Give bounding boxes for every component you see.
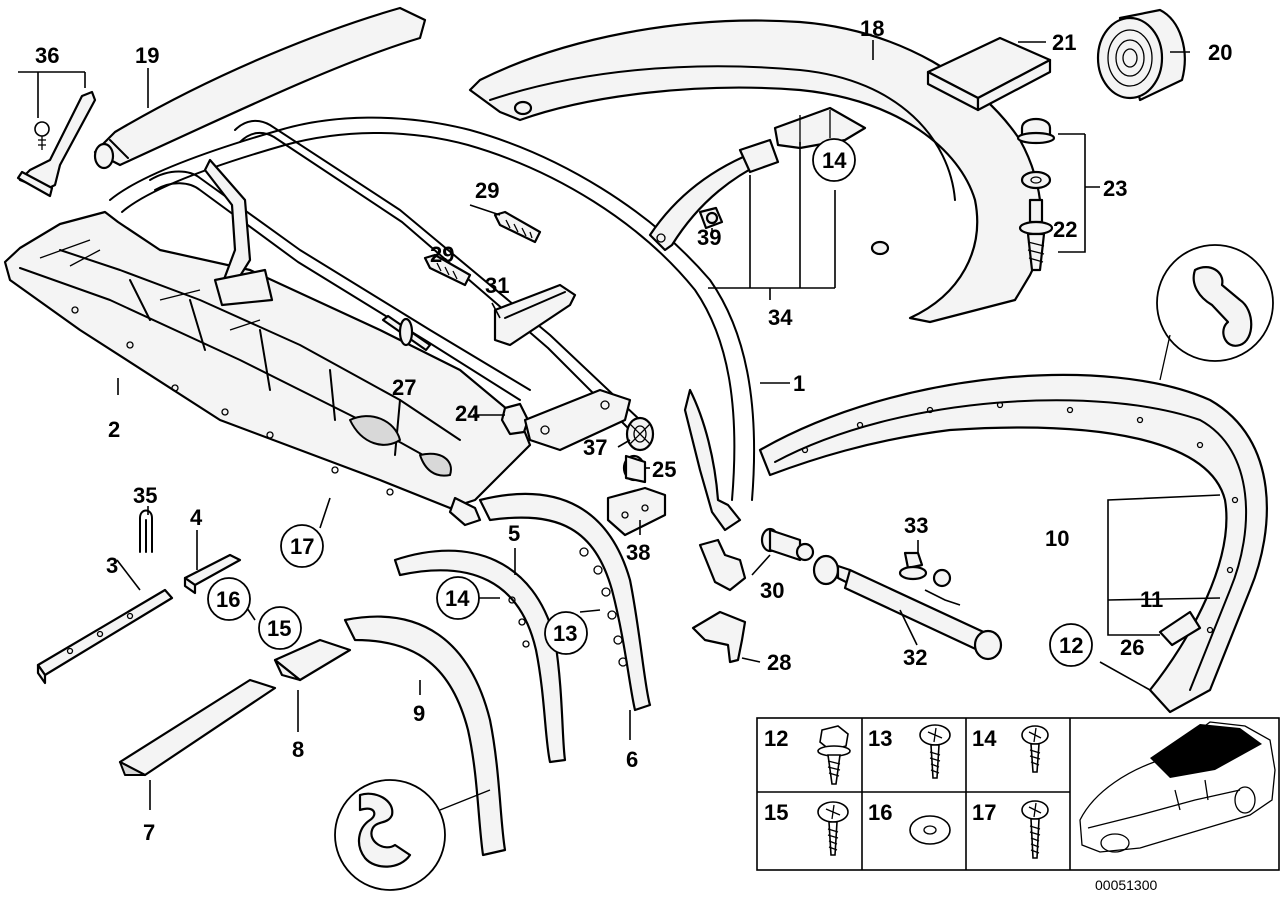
part-24-clip xyxy=(500,402,530,436)
legend-label-17: 17 xyxy=(972,800,996,825)
callout-12: 12 xyxy=(1059,633,1083,658)
part-33-ball-stud xyxy=(898,551,952,588)
callout-6: 6 xyxy=(626,747,638,772)
callout-24: 24 xyxy=(455,401,480,426)
part-2-rear-frame xyxy=(3,210,532,527)
callout-27: 27 xyxy=(392,375,416,400)
callout-22: 22 xyxy=(1053,217,1077,242)
callout-29-lower: 29 xyxy=(430,242,454,267)
part-29-bolt-upper xyxy=(493,210,542,244)
callout-26: 26 xyxy=(1120,635,1144,660)
part-35-clip xyxy=(139,509,153,553)
callout-13: 13 xyxy=(553,621,577,646)
part-22-23-push-button xyxy=(1016,117,1056,272)
part-19-trim-strip xyxy=(93,6,427,170)
image-code: 00051300 xyxy=(1095,877,1158,893)
part-34-tension-strap xyxy=(648,106,867,252)
callout-36: 36 xyxy=(35,43,59,68)
main-pivot-bracket xyxy=(523,388,632,452)
callout-25: 25 xyxy=(652,457,676,482)
phillips-screw-icon-15 xyxy=(817,801,849,856)
callout-39: 39 xyxy=(697,225,721,250)
part-26-end-cap xyxy=(1158,610,1202,647)
seal-profile-detail-right xyxy=(1156,244,1274,381)
part-18-rear-bow-cover xyxy=(468,19,1043,324)
part-1-top-frame xyxy=(109,116,756,532)
callout-19: 19 xyxy=(135,43,159,68)
part-36-hinge-bracket xyxy=(16,90,97,198)
callout-15: 15 xyxy=(267,616,291,641)
part-10-side-rail xyxy=(758,373,1268,714)
callout-17: 17 xyxy=(290,534,314,559)
part-3-strip xyxy=(36,588,174,685)
callout-35: 35 xyxy=(133,483,157,508)
legend-label-12: 12 xyxy=(764,726,788,751)
legend-label-15: 15 xyxy=(764,800,788,825)
legend-label-16: 16 xyxy=(868,800,892,825)
fastener-legend: 12 13 14 15 16 17 xyxy=(756,717,1280,871)
callout-20: 20 xyxy=(1208,40,1232,65)
callout-23: 23 xyxy=(1103,176,1127,201)
phillips-screw-icon-17 xyxy=(1021,800,1049,859)
part-25-spacer xyxy=(622,454,647,484)
callout-3: 3 xyxy=(106,553,118,578)
part-8-strip xyxy=(273,638,352,682)
part-4-strip xyxy=(183,553,242,595)
callout-5: 5 xyxy=(508,521,520,546)
part-21-foam-pad xyxy=(926,36,1052,112)
legend-label-13: 13 xyxy=(868,726,892,751)
callout-14-top: 14 xyxy=(822,148,847,173)
callout-30: 30 xyxy=(760,578,784,603)
part-30-ball-stud xyxy=(698,527,815,592)
callout-37: 37 xyxy=(583,435,607,460)
callout-18: 18 xyxy=(860,16,884,41)
callout-28: 28 xyxy=(767,650,791,675)
callout-1: 1 xyxy=(793,371,805,396)
callout-11: 11 xyxy=(1140,587,1163,612)
part-6-arched-seal xyxy=(478,492,652,712)
vehicle-locator-icon xyxy=(1079,721,1276,853)
callout-31: 31 xyxy=(485,273,509,298)
callout-16: 16 xyxy=(216,587,240,612)
washer-icon xyxy=(909,815,951,845)
part-27-rivet xyxy=(381,314,432,352)
part-32-gas-strut xyxy=(812,554,1003,661)
callout-2: 2 xyxy=(108,417,120,442)
circled-callouts xyxy=(207,138,1093,667)
callout-29-upper: 29 xyxy=(475,178,499,203)
callout-33: 33 xyxy=(904,513,928,538)
callout-14-mid: 14 xyxy=(445,586,470,611)
callout-21: 21 xyxy=(1052,30,1076,55)
part-38-mount-plate xyxy=(606,486,667,537)
callout-4: 4 xyxy=(190,505,203,530)
callout-32: 32 xyxy=(903,645,927,670)
part-9-arched-seal xyxy=(343,615,507,857)
hex-flange-screw-icon xyxy=(817,725,851,785)
phillips-screw-icon-13 xyxy=(919,724,951,779)
phillips-screw-icon-14 xyxy=(1021,725,1049,773)
callout-34: 34 xyxy=(768,305,793,330)
part-29-bolt-lower xyxy=(423,253,472,287)
part-20-tape-roll xyxy=(1096,8,1186,102)
seal-profile-detail-left xyxy=(334,779,491,891)
callout-8: 8 xyxy=(292,737,304,762)
part-31-bracket xyxy=(493,283,577,347)
part-7-strip xyxy=(118,678,277,777)
callout-38: 38 xyxy=(626,540,650,565)
part-37-bushing xyxy=(625,416,655,452)
callout-7: 7 xyxy=(143,820,155,845)
callout-10: 10 xyxy=(1045,526,1069,551)
part-28-bracket xyxy=(691,610,747,664)
legend-label-14: 14 xyxy=(972,726,997,751)
callout-9: 9 xyxy=(413,701,425,726)
part-5-arched-seal xyxy=(393,549,567,764)
